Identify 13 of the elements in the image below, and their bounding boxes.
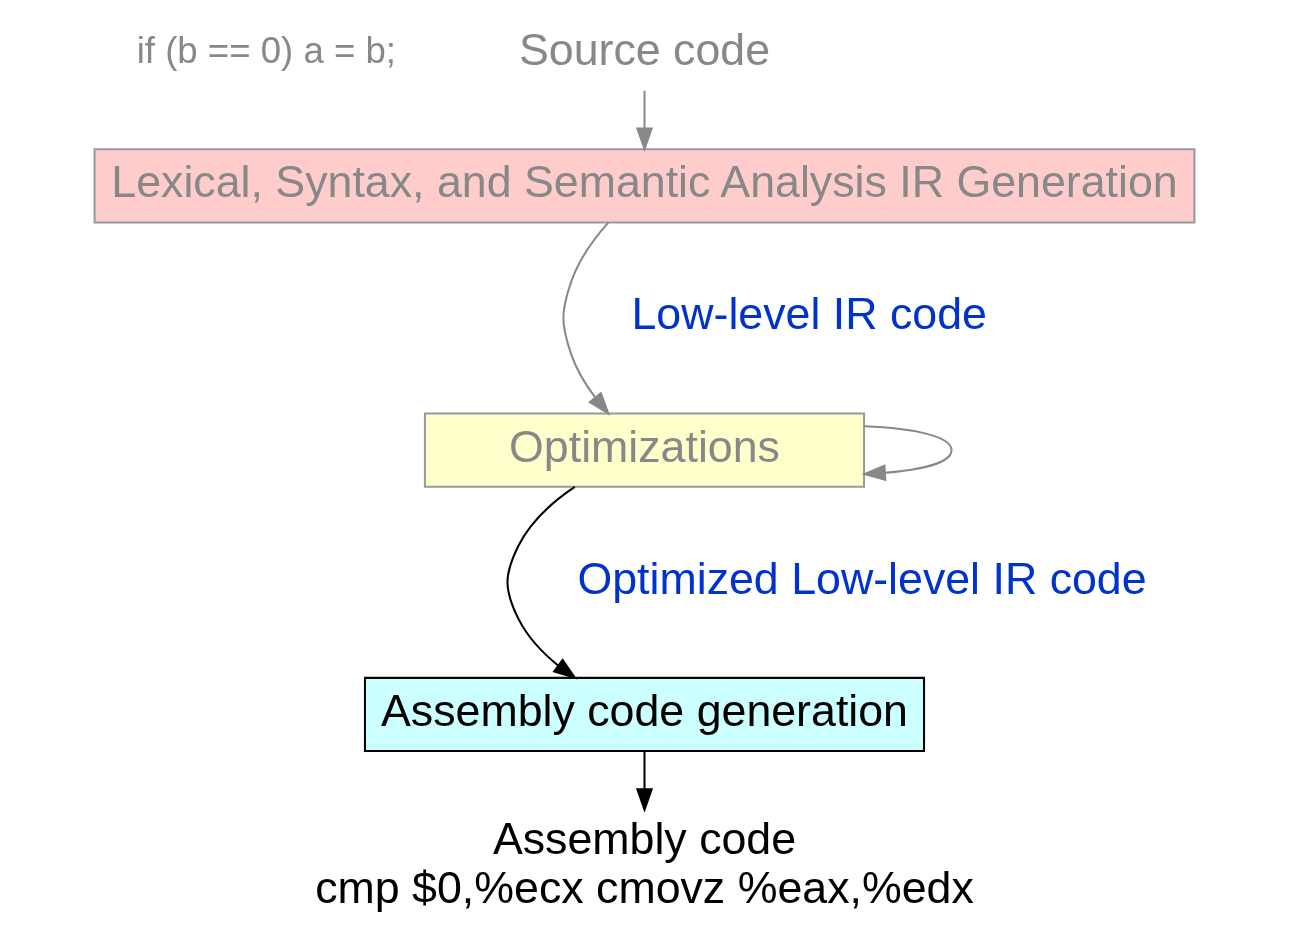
node-text: Source code [518,24,771,74]
arrow [562,221,611,416]
node-box: Assembly code generation [363,676,926,752]
arrow [635,751,654,813]
node-text: Assembly code cmp $0,%ecx cmovz %eax,%edx [315,813,974,912]
node-box: Lexical, Syntax, and Semantic Analysis IR Generation [93,147,1196,223]
arrow [635,90,654,152]
arrow [506,485,578,679]
node-label: if (b == 0) a = b; [136,29,396,71]
node-box: Optimizations [423,412,866,488]
label: Low-level IR code [631,288,987,338]
arrow [861,424,953,481]
label: Optimized Low-level IR code [577,553,1147,603]
